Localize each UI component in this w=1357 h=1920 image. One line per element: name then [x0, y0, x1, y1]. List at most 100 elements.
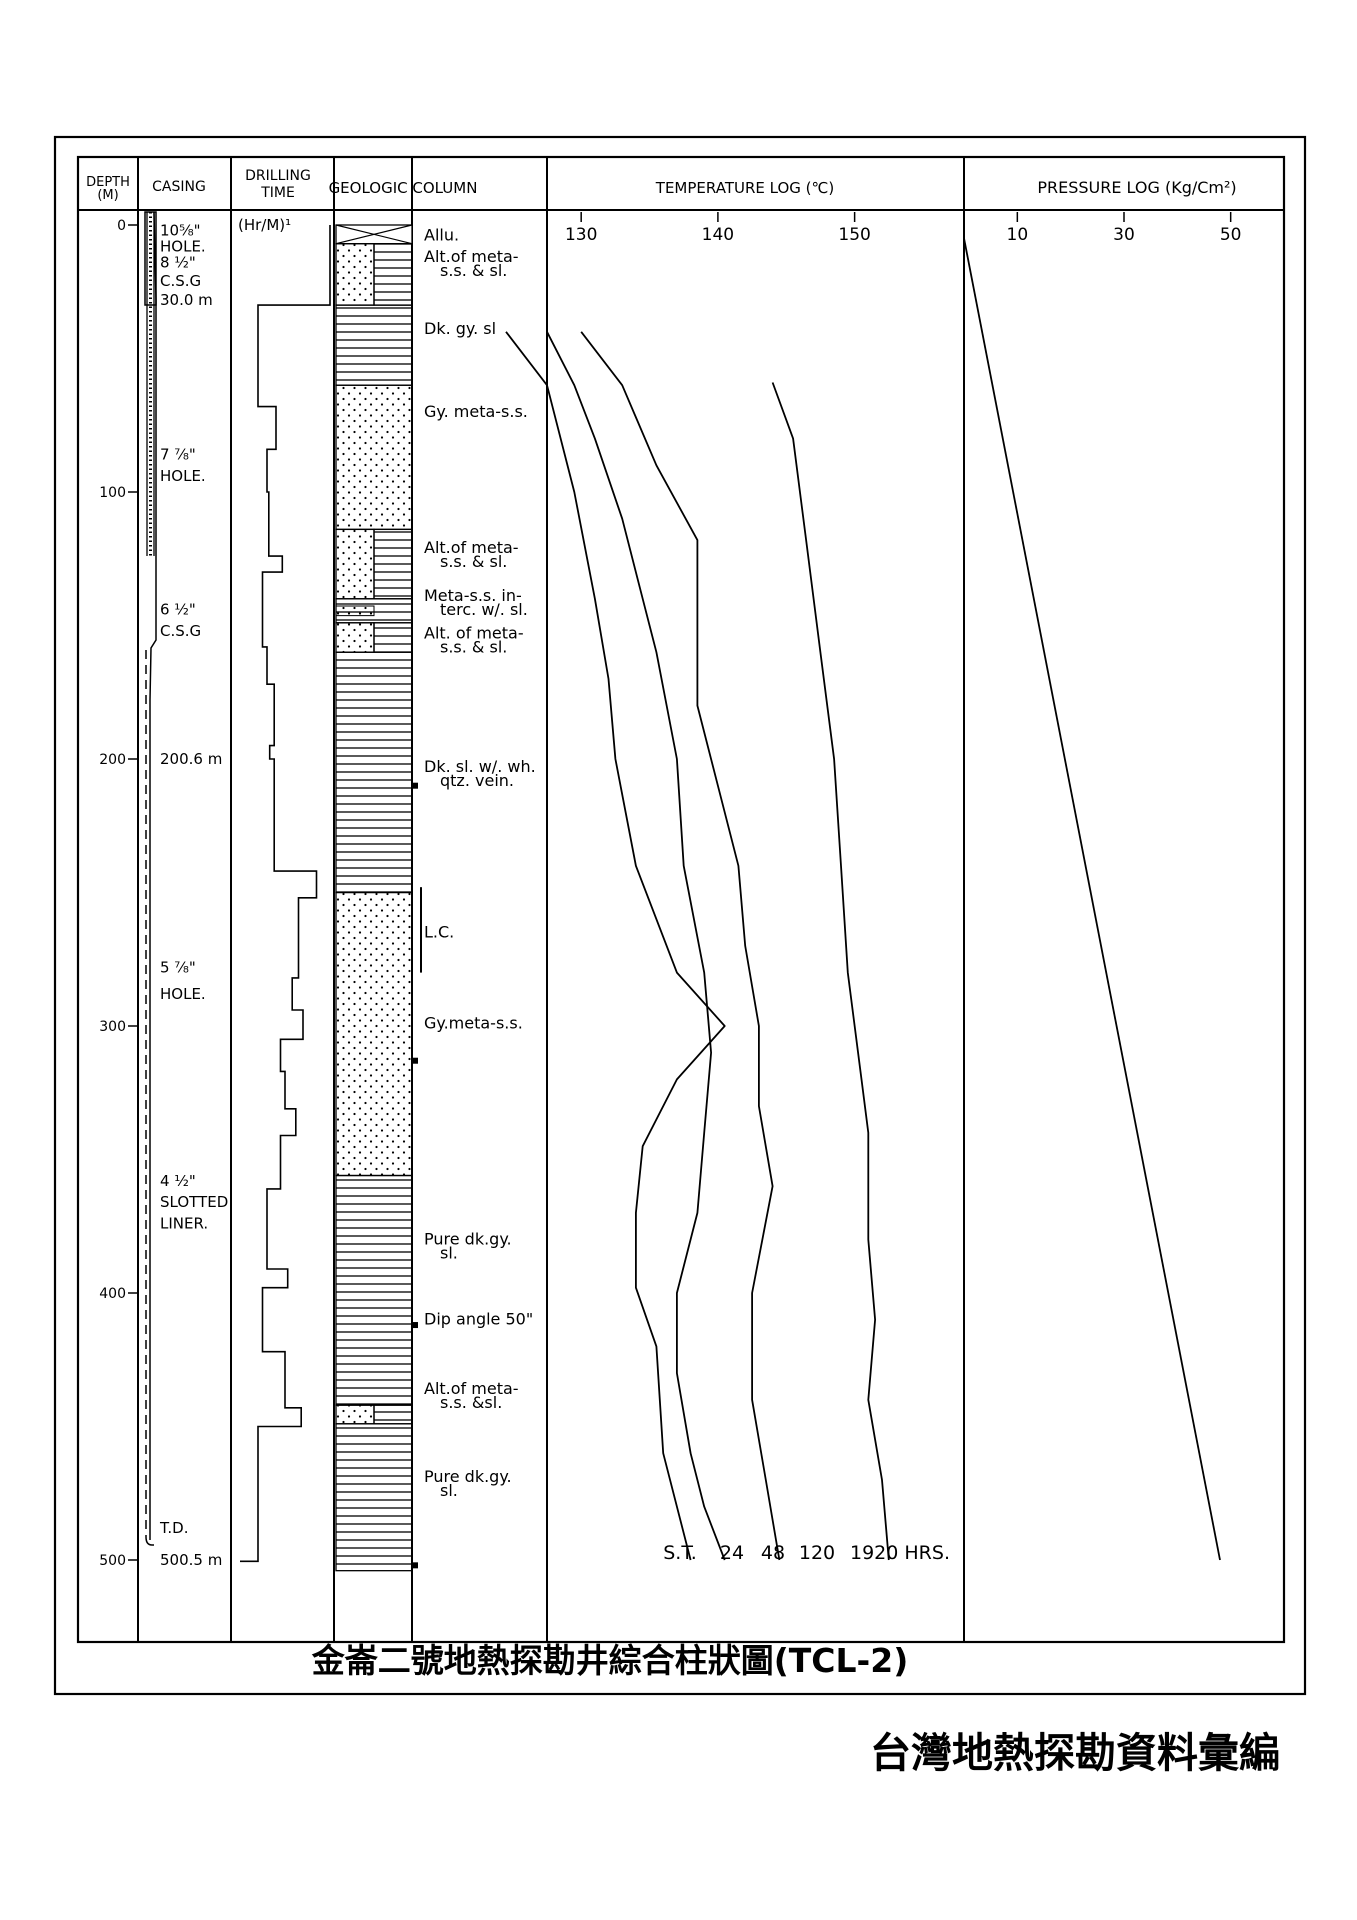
depth-tick-label: 400 — [99, 1286, 126, 1302]
casing-diagram — [144, 211, 157, 1546]
casing-label: 4 ¹⁄₂" — [160, 1172, 196, 1190]
casing-label: SLOTTED — [160, 1193, 228, 1211]
geologic-annotation: Dip angle 50" — [424, 1310, 533, 1329]
casing-label: HOLE. — [160, 467, 206, 485]
depth-unit-header: (M) — [97, 188, 118, 203]
geologic-label-2: sl. — [440, 1244, 458, 1263]
temperature-header: TEMPERATURE LOG (℃) — [655, 179, 834, 197]
geologic-label-2: s.s. & sl. — [440, 552, 507, 571]
outer-frame — [53, 135, 1307, 1696]
geologic-label: Alt. of meta- — [424, 624, 524, 643]
geologic-annotation: L.C. — [424, 923, 454, 942]
pressure-x-tick-label: 10 — [1007, 225, 1029, 245]
drilling-time-plot — [240, 225, 331, 1563]
geologic-layer-alt — [335, 528, 375, 600]
casing-header: CASING — [152, 179, 206, 195]
geologic-label: Gy. meta-s.s. — [424, 402, 528, 421]
geologic-layer-alt-shale — [373, 1404, 413, 1425]
casing-label: C.S.G — [160, 622, 201, 640]
core-marker — [412, 1057, 418, 1064]
pressure-header: PRESSURE LOG (Kg/Cm²) — [1037, 178, 1236, 197]
geologic-label: Gy.meta-s.s. — [424, 1013, 523, 1032]
temperature-series-label: 48 — [761, 1542, 785, 1564]
casing-label: 500.5 m — [160, 1551, 222, 1569]
casing-label: LINER. — [160, 1215, 208, 1233]
pressure-x-tick-label: 30 — [1113, 225, 1135, 245]
depth-header: DEPTH — [86, 175, 130, 190]
geologic-layer-sand — [335, 891, 413, 1177]
geologic-label: Alt.of meta- — [424, 247, 519, 266]
depth-tick-label: 0 — [117, 218, 126, 234]
geologic-layer-shale — [335, 1174, 413, 1406]
geologic-label: Alt.of meta- — [424, 1379, 519, 1398]
geologic-layer-meta-sand-lens — [335, 605, 375, 617]
temperature-x-tick-label: 150 — [838, 225, 870, 245]
temperature-x-tick-label: 130 — [565, 225, 597, 245]
casing-label: 6 ¹⁄₂" — [160, 600, 196, 618]
drilling-header: DRILLING — [245, 168, 311, 184]
geologic-layer-sand — [335, 384, 413, 531]
geologic-label: Pure dk.gy. — [424, 1467, 512, 1486]
casing-label: 30.0 m — [160, 291, 213, 309]
geologic-layer-alt — [335, 622, 375, 653]
geologic-label-2: s.s. & sl. — [440, 638, 507, 657]
temperature-series-label: 1920 HRS. — [850, 1542, 950, 1564]
geologic-layer-alt — [335, 243, 375, 306]
drilling-unit-label: (Hr/M)¹ — [238, 216, 291, 234]
casing-label: 7 ⁷⁄₈" — [160, 446, 196, 464]
depth-tick-label: 500 — [99, 1553, 126, 1569]
geologic-label: Alt.of meta- — [424, 538, 519, 557]
temperature-series-line — [580, 331, 781, 1561]
geologic-layer-alt-shale — [373, 622, 413, 653]
geologic-labels: Allu. Alt.of meta-s.s. & sl. Dk. gy. sl Gy.… — [424, 226, 536, 1501]
geologic-layer-shale — [335, 651, 413, 894]
core-marker — [412, 1562, 418, 1569]
drilling-time-curve — [240, 225, 331, 1563]
geologic-layer-alt-shale — [373, 243, 413, 306]
casing-label: 5 ⁷⁄₈" — [160, 958, 196, 976]
temperature-series-line — [546, 331, 726, 1561]
liner-bottom — [145, 1536, 154, 1546]
drilling-subheader: TIME — [260, 185, 295, 201]
casing-label: 200.6 m — [160, 750, 222, 768]
casing-label: HOLE. — [160, 985, 206, 1003]
geologic-label: Allu. — [424, 226, 459, 245]
temperature-series-label: 120 — [799, 1542, 835, 1564]
geologic-layer-alt — [335, 1404, 375, 1425]
geologic-label: Dk. sl. w/. wh. — [424, 757, 536, 776]
geologic-layer-shale — [335, 1423, 413, 1572]
figure-caption: 金崙二號地熱探勘井綜合柱狀圖(TCL-2) — [311, 1641, 909, 1680]
temperature-series-line — [505, 331, 726, 1561]
temperature-series-label: S.T. — [663, 1542, 697, 1564]
geologic-label: Meta-s.s. in- — [424, 586, 522, 605]
casing-label: HOLE. — [160, 237, 206, 255]
depth-tick-label: 300 — [99, 1019, 126, 1035]
geologic-column — [335, 224, 422, 1572]
geologic-label: Dk. gy. sl — [424, 319, 496, 338]
geologic-label-2: sl. — [440, 1481, 458, 1500]
casing-label: T.D. — [159, 1519, 188, 1537]
allu-cross-line — [335, 224, 413, 245]
geologic-label-2: terc. w/. sl. — [440, 600, 528, 619]
casing-label: 10⁵⁄₈" — [160, 221, 201, 239]
pressure-series-line — [963, 238, 1221, 1561]
geologic-layer-alt-shale — [373, 528, 413, 600]
geologic-header: GEOLOGIC COLUMN — [329, 179, 478, 197]
footer-title: 台灣地熱探勘資料彙編 — [870, 1729, 1280, 1777]
core-marker — [412, 1322, 418, 1329]
casing-labels: 10⁵⁄₈"HOLE.8 ¹⁄₂"C.S.G30.0 m7 ⁷⁄₈"HOLE.6… — [159, 221, 228, 1569]
temperature-series-label: 24 — [720, 1542, 744, 1564]
depth-tick-label: 200 — [99, 752, 126, 768]
geologic-label: Pure dk.gy. — [424, 1230, 512, 1249]
geologic-label-2: qtz. vein. — [440, 771, 514, 790]
core-marker — [412, 782, 418, 789]
production-casing — [149, 211, 157, 1540]
geologic-label-2: s.s. &sl. — [440, 1393, 502, 1412]
temperature-x-tick-label: 140 — [702, 225, 734, 245]
temperature-series-line — [771, 382, 890, 1561]
table-frame — [76, 155, 1286, 1644]
